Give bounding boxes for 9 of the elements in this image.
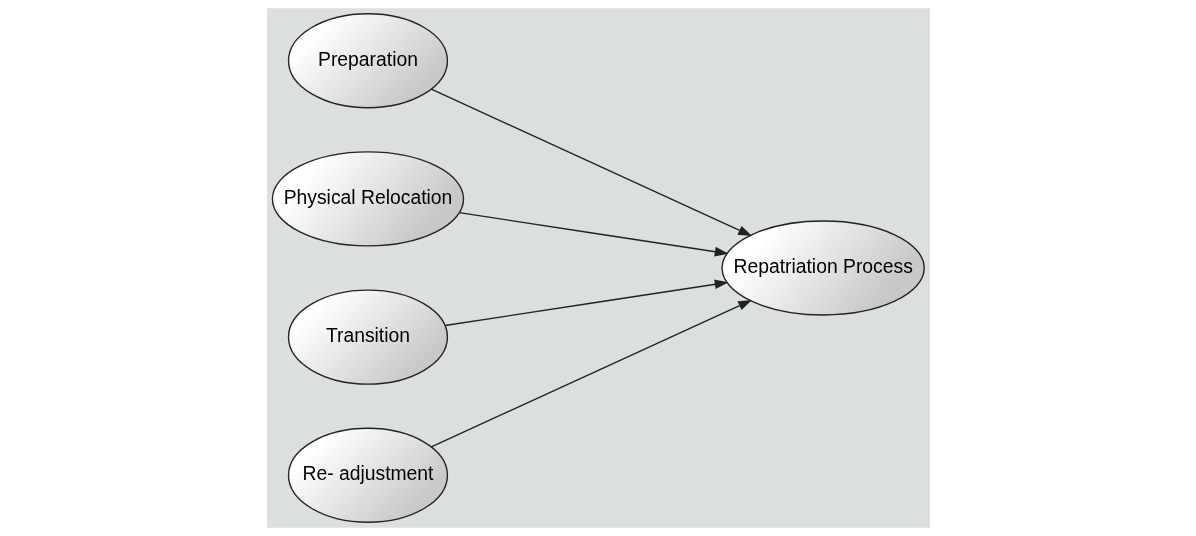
node-ellipse: Re- adjustment [287, 427, 448, 523]
node-ellipse: Physical Relocation [271, 151, 464, 247]
arrow [443, 279, 729, 327]
node-ellipse: Preparation [287, 13, 448, 109]
node-ellipse: Repatriation Process [720, 220, 925, 316]
arrow [430, 299, 752, 448]
arrow [430, 88, 752, 237]
node-ellipse: Transition [287, 289, 448, 385]
arrow [458, 211, 729, 257]
